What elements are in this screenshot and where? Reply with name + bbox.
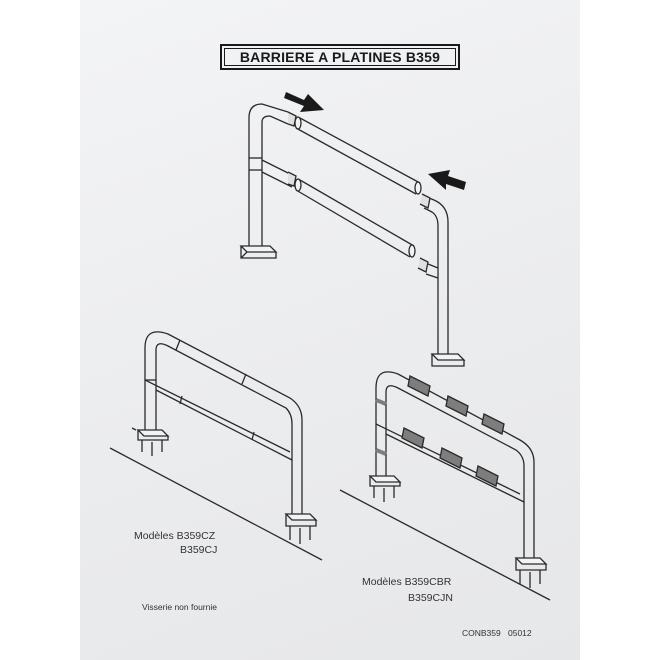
barrier-striped: [339, 371, 551, 601]
arrow-right-icon: [284, 92, 324, 112]
model-group-2-line2: B359CJN: [408, 592, 453, 604]
exploded-barrier: [239, 103, 466, 367]
model-group-1-line1: Modèles B359CZ: [134, 530, 216, 542]
revision-code: 05012: [508, 628, 532, 638]
arrow-left-icon: [428, 170, 466, 190]
title-frame: BARRIERE A PLATINES B359: [220, 44, 460, 70]
barrier-plain: [109, 331, 323, 561]
instruction-sheet: [80, 0, 580, 660]
model-group-2-line1: Modèles B359CBR: [362, 576, 452, 588]
hardware-note: Visserie non fournie: [142, 602, 217, 612]
document-code: CONB359: [462, 628, 501, 638]
model-group-1-line2: B359CJ: [180, 544, 218, 556]
